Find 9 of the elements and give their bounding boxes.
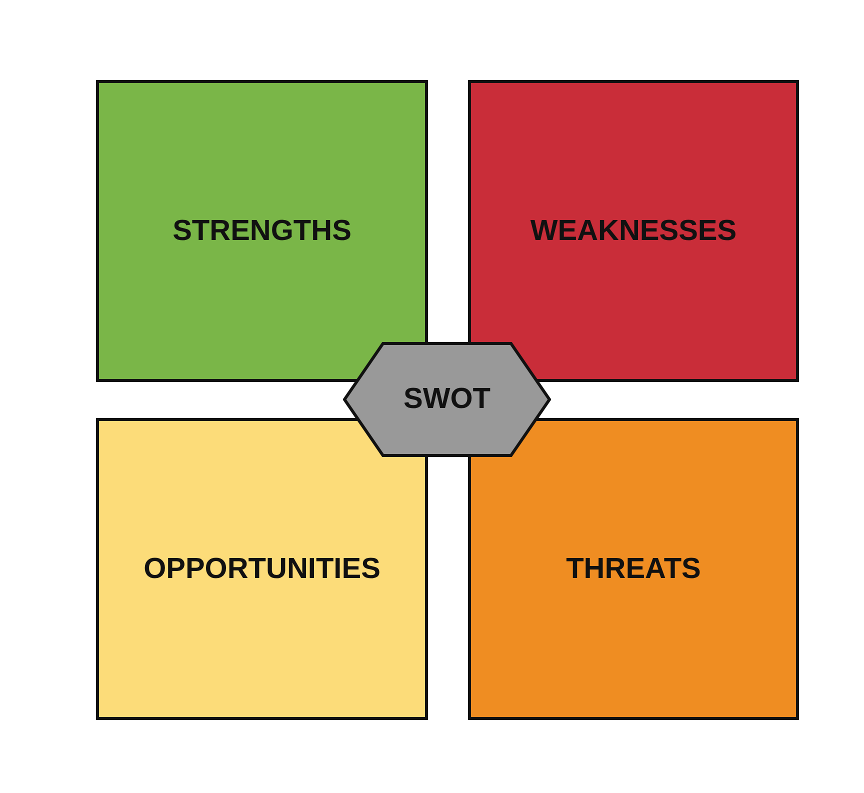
quadrant-box [468,80,799,382]
quadrant-box [96,418,428,720]
quadrant-label: STRENGTHS [172,214,352,248]
center-label: SWOT [404,383,490,416]
quadrant-box [96,80,428,382]
quadrant-label: WEAKNESSES [530,214,737,248]
quadrant-label: OPPORTUNITIES [144,552,380,586]
quadrant-box [468,418,799,720]
quadrant-label: THREATS [566,552,701,586]
